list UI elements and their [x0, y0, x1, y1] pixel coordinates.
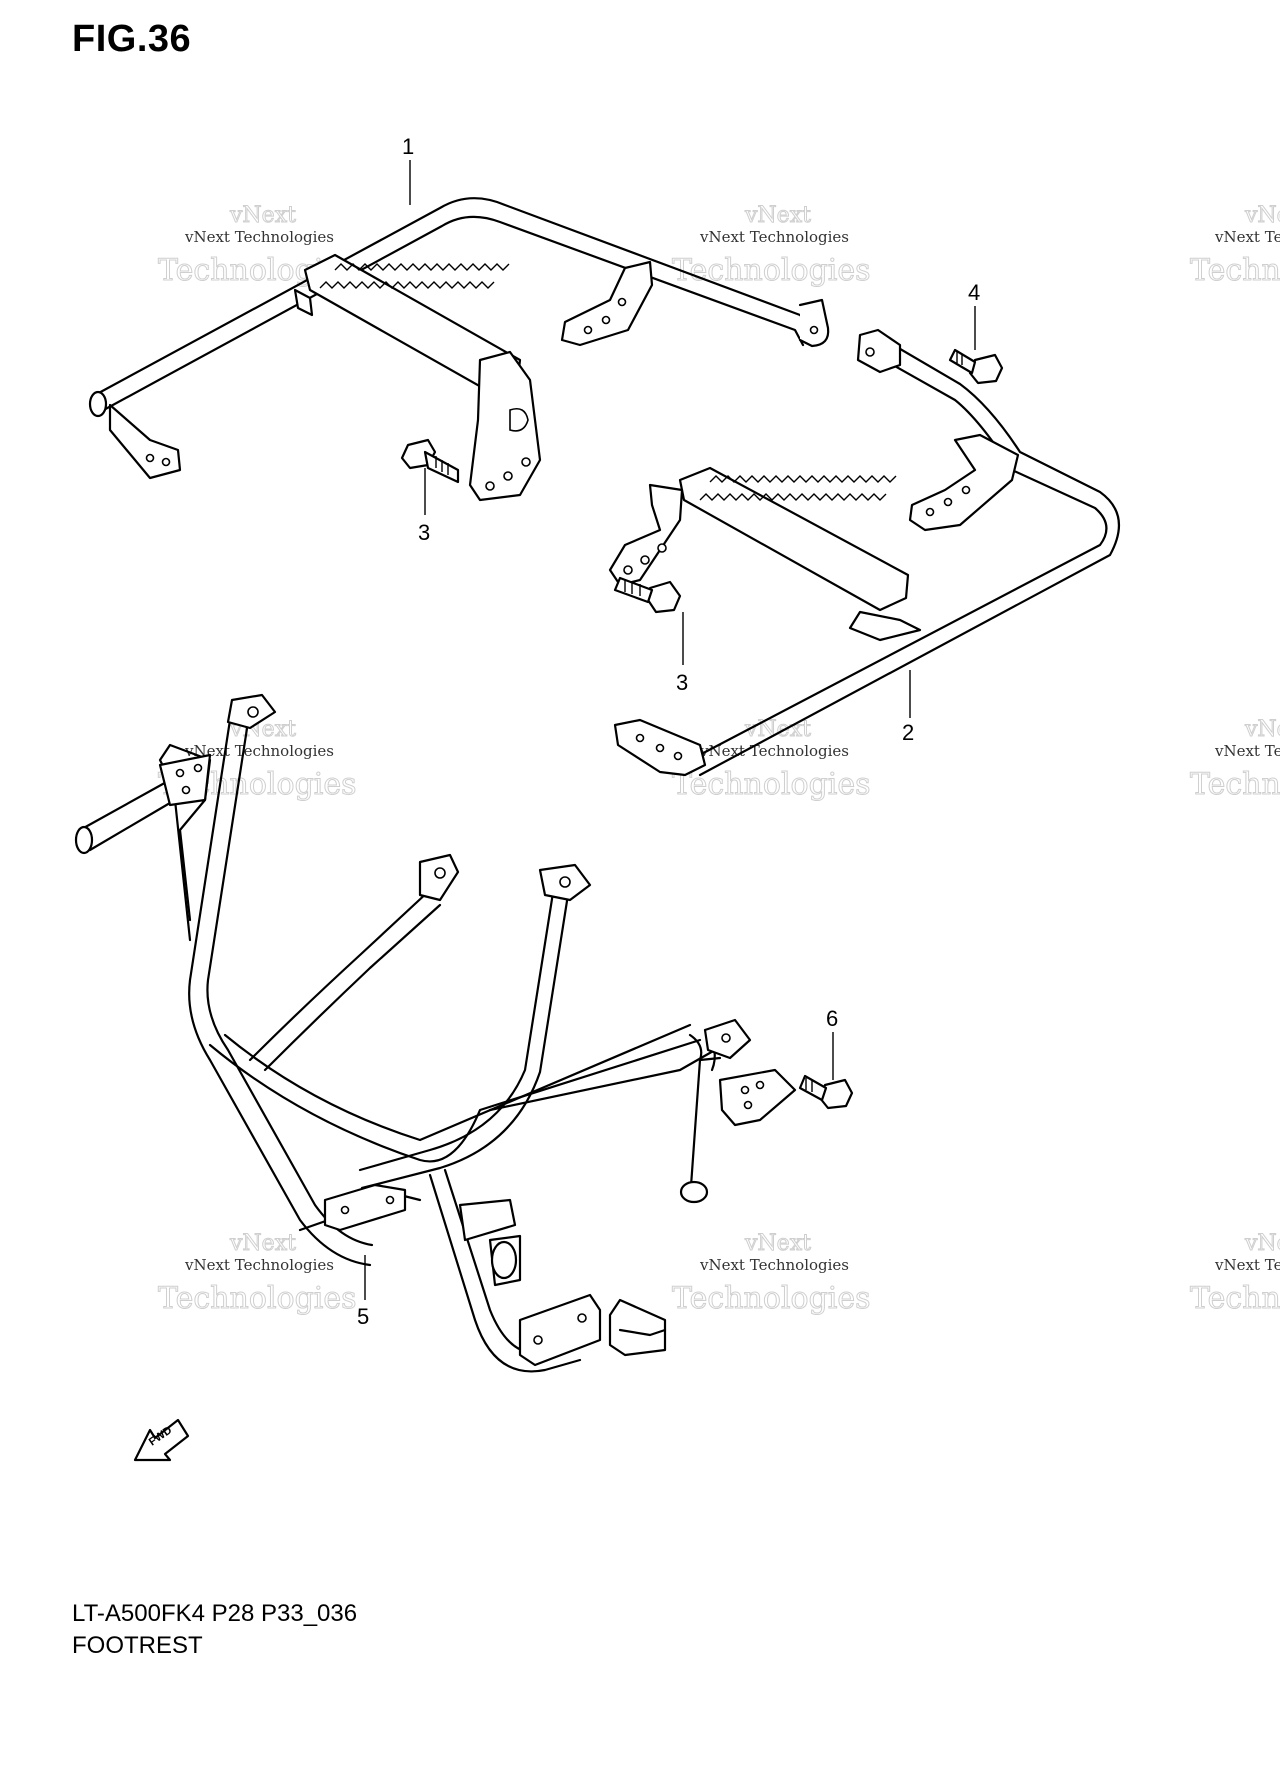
section-name: FOOTREST: [72, 1632, 203, 1654]
callout-3-right: 3: [676, 612, 688, 695]
part-6-bolt[interactable]: [798, 1074, 854, 1110]
watermark-3: vNext vNext Technologies Technologies: [1190, 203, 1280, 289]
svg-text:vNext Technologies: vNext Technologies: [1214, 228, 1280, 246]
model-code: LT-A500FK4 P28 P33_036: [72, 1600, 358, 1627]
part-3-bolt-right[interactable]: [613, 576, 682, 614]
svg-text:3: 3: [418, 520, 430, 545]
svg-text:2: 2: [902, 720, 914, 745]
part-4-bolt[interactable]: [948, 348, 1004, 385]
svg-text:Technologies: Technologies: [672, 767, 871, 802]
svg-text:Technologies: Technologies: [672, 253, 871, 288]
svg-text:vNext Technologies: vNext Technologies: [1214, 742, 1280, 760]
svg-text:Technologies: Technologies: [1190, 1281, 1280, 1316]
svg-text:vNext: vNext: [744, 203, 811, 228]
svg-text:vNext: vNext: [1244, 717, 1280, 742]
callout-5: 5: [357, 1255, 369, 1329]
watermark-9: vNext vNext Technologies Technologies: [1190, 1231, 1280, 1317]
svg-text:Technologies: Technologies: [672, 1281, 871, 1316]
svg-text:vNext: vNext: [229, 203, 296, 228]
part-3-bolt-left[interactable]: [400, 438, 460, 484]
svg-text:4: 4: [968, 280, 980, 305]
svg-text:vNext: vNext: [744, 1231, 811, 1256]
svg-text:vNext: vNext: [229, 1231, 296, 1256]
callout-1: 1: [402, 134, 414, 205]
svg-text:vNext Technologies: vNext Technologies: [184, 1256, 334, 1274]
svg-text:vNext Technologies: vNext Technologies: [699, 228, 849, 246]
callout-6: 6: [826, 1006, 838, 1080]
watermark-8: vNext vNext Technologies Technologies: [672, 1231, 872, 1317]
svg-text:vNext Technologies: vNext Technologies: [699, 1256, 849, 1274]
fwd-arrow-icon: FWD: [133, 1418, 190, 1462]
svg-text:vNext: vNext: [1244, 1231, 1280, 1256]
watermark-7: vNext vNext Technologies Technologies: [158, 1231, 358, 1317]
part-1-left-footrest-bar[interactable]: [88, 197, 830, 502]
part-2-right-footrest-bar[interactable]: [608, 328, 1120, 777]
callout-2: 2: [902, 670, 914, 745]
svg-text:vNext Technologies: vNext Technologies: [184, 228, 334, 246]
svg-text:Technologies: Technologies: [1190, 767, 1280, 802]
svg-text:vNext Technologies: vNext Technologies: [184, 742, 334, 760]
svg-text:Technologies: Technologies: [1190, 253, 1280, 288]
svg-text:1: 1: [402, 134, 414, 159]
watermark-2: vNext vNext Technologies Technologies: [672, 203, 872, 289]
callout-4: 4: [968, 280, 980, 350]
watermark-6: vNext vNext Technologies Technologies: [1190, 717, 1280, 803]
part-5-front-guard-frame[interactable]: [74, 693, 797, 1373]
figure-title: FIG.36: [72, 18, 192, 60]
svg-text:3: 3: [676, 670, 688, 695]
svg-text:5: 5: [357, 1304, 369, 1329]
callout-3-left: 3: [418, 468, 430, 545]
svg-text:6: 6: [826, 1006, 838, 1031]
svg-text:Technologies: Technologies: [158, 1281, 357, 1316]
svg-text:vNext Technologies: vNext Technologies: [1214, 1256, 1280, 1274]
svg-text:vNext: vNext: [1244, 203, 1280, 228]
